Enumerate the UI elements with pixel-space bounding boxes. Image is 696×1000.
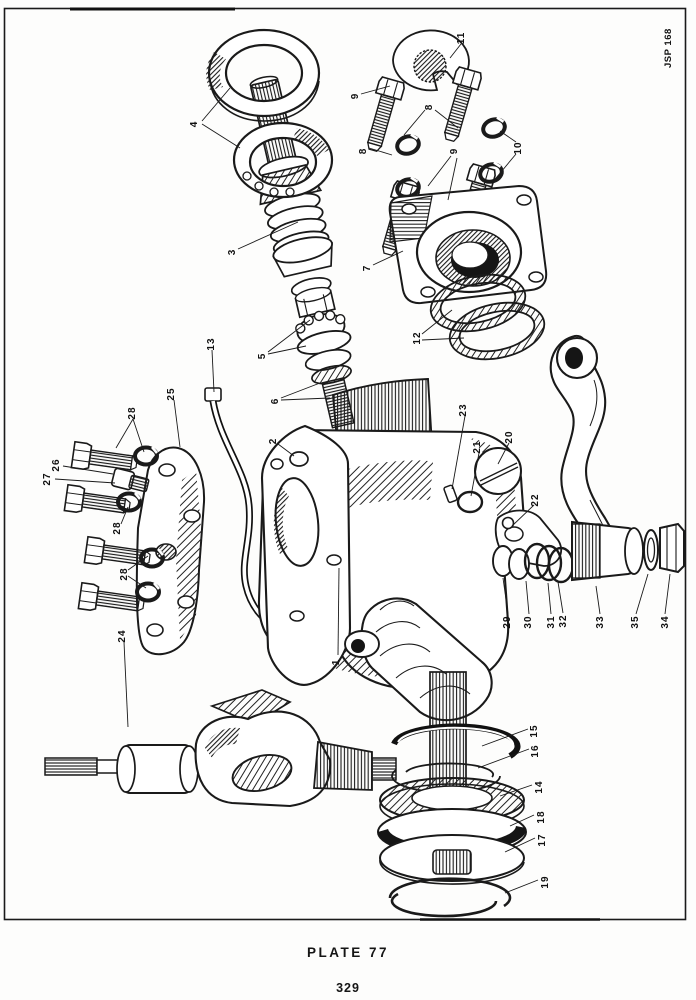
- joint-rings: [429, 273, 546, 361]
- plate-ref: JSP 168: [663, 28, 674, 68]
- cover-plate-bolts: [63, 440, 165, 619]
- side-cover-plate: [135, 446, 206, 656]
- plate-caption: PLATE 77: [306, 945, 389, 960]
- figure-frame: [3, 7, 687, 921]
- lock-plate: [392, 29, 470, 92]
- ball-pin-parts: [492, 509, 685, 584]
- main-housing: [257, 378, 527, 722]
- leader-lines: [54, 43, 671, 894]
- page-number: 329: [336, 981, 360, 995]
- rocker-shaft-assembly: [44, 689, 397, 808]
- locknut-rings: [206, 28, 334, 199]
- inner-column-assembly: [249, 75, 355, 429]
- filler-plug: [289, 451, 309, 467]
- top-cover: [388, 184, 548, 305]
- lower-column-parts: [377, 671, 527, 918]
